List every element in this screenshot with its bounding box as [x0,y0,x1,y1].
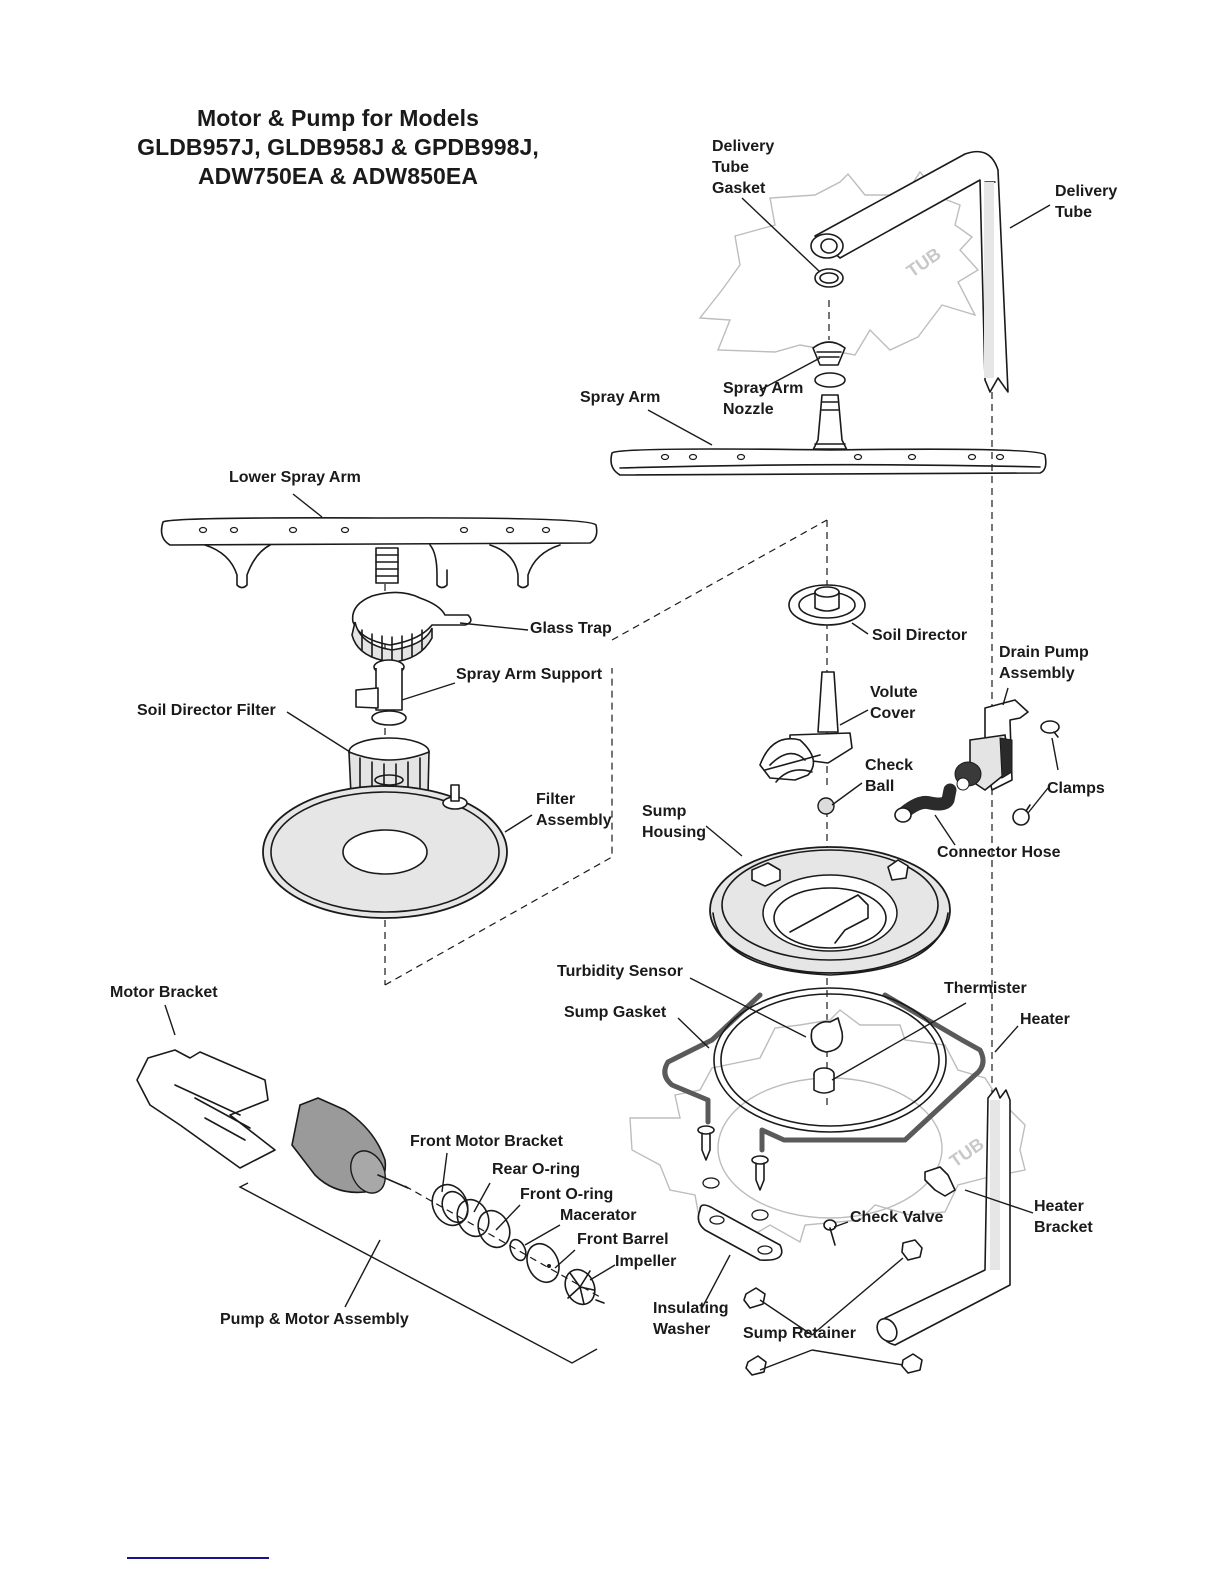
label-macerator: Macerator [560,1207,637,1224]
tub-outline-upper [698,170,980,356]
spray-arm-support-part [355,659,407,726]
label-connector-hose: Connector Hose [937,844,1061,861]
label-filter-assembly: Filter Assembly [536,791,612,829]
label-thermister: Thermister [944,980,1027,997]
label-spray-arm-nozzle: Spray Arm Nozzle [723,380,804,418]
glass-trap-part [351,591,472,663]
label-drain-pump-assembly: Drain Pump Assembly [999,644,1089,682]
sump-housing-part [709,846,951,976]
pump-axis-line [404,1185,601,1298]
macerator-part [509,1238,527,1262]
label-front-motor-bracket: Front Motor Bracket [410,1133,563,1150]
label-turbidity-sensor: Turbidity Sensor [557,963,683,980]
volute-cover-part [759,671,853,783]
label-impeller: Impeller [615,1253,677,1270]
spray-arm-nozzle-part [811,341,849,458]
delivery-tube-lower [876,1087,1011,1346]
label-soil-director: Soil Director [872,627,968,644]
label-soil-director-filter: Soil Director Filter [137,702,276,719]
label-check-valve: Check Valve [850,1209,944,1226]
delivery-tube-gasket-part [814,268,844,288]
title-line-2: GLDB957J, GLDB958J & GPDB998J, [137,134,539,160]
insulating-washer-part [697,1204,783,1262]
label-heater: Heater [1020,1011,1070,1028]
label-sump-gasket: Sump Gasket [564,1004,667,1021]
filter-assembly-part [262,784,508,919]
title-line-1: Motor & Pump for Models [196,105,480,131]
tub-floor-circle [717,1077,943,1219]
soil-director-part [788,584,866,626]
clamps-part [1012,720,1060,826]
front-o-ring-part [477,1209,511,1249]
label-heater-bracket: Heater Bracket [1034,1198,1093,1236]
label-spray-arm: Spray Arm [580,389,661,406]
heater-bracket-part [924,1166,956,1197]
axis-boundary [384,519,828,986]
label-delivery-tube: Delivery Tube [1055,183,1118,221]
label-motor-bracket: Motor Bracket [110,984,218,1001]
label-check-ball: Check Ball [865,757,914,795]
drain-pump-assembly-part [954,699,1029,791]
diagram-title: Motor & Pump for Models GLDB957J, GLDB95… [100,104,576,191]
label-sump-retainer: Sump Retainer [743,1325,856,1342]
pump-motor-part [291,1097,409,1194]
title-line-3: ADW750EA & ADW850EA [197,163,479,189]
footer-rule [127,1557,269,1559]
label-front-barrel: Front Barrel [577,1231,669,1248]
motor-bracket-part [136,1049,276,1169]
connector-hose-part [894,783,957,823]
label-front-o-ring: Front O-ring [520,1186,614,1203]
label-spray-arm-support: Spray Arm Support [456,666,603,683]
check-valve-part [823,1219,837,1246]
label-pump-motor-assembly: Pump & Motor Assembly [220,1311,409,1328]
label-glass-trap: Glass Trap [530,620,612,637]
label-delivery-tube-gasket: Delivery Tube Gasket [712,138,775,197]
upper-spray-arm-part [610,448,1047,476]
heater-part [662,992,986,1153]
front-motor-bracket-part [431,1183,469,1227]
check-ball-part [817,797,835,815]
label-volute-cover: Volute Cover [870,684,918,722]
lower-spray-arm-part [160,517,598,589]
heater-screws-part [697,1125,769,1221]
tub-watermark-lower: TUB [946,1134,988,1172]
front-barrel-part [526,1242,560,1284]
turbidity-sensor-part [810,1017,844,1053]
leader-lines [164,197,1059,1371]
sump-gasket-part [713,987,947,1133]
delivery-tube [810,150,1009,393]
pump-motor-assembly-bracket [238,1182,598,1364]
label-insulating-washer: Insulating Washer [653,1300,729,1338]
label-sump-housing: Sump Housing [642,803,706,841]
tub-watermark-upper: TUB [903,244,945,282]
label-clamps: Clamps [1047,780,1105,797]
impeller-part [564,1268,605,1306]
label-lower-spray-arm: Lower Spray Arm [229,469,361,486]
label-rear-o-ring: Rear O-ring [492,1161,581,1178]
thermister-part [813,1067,835,1094]
